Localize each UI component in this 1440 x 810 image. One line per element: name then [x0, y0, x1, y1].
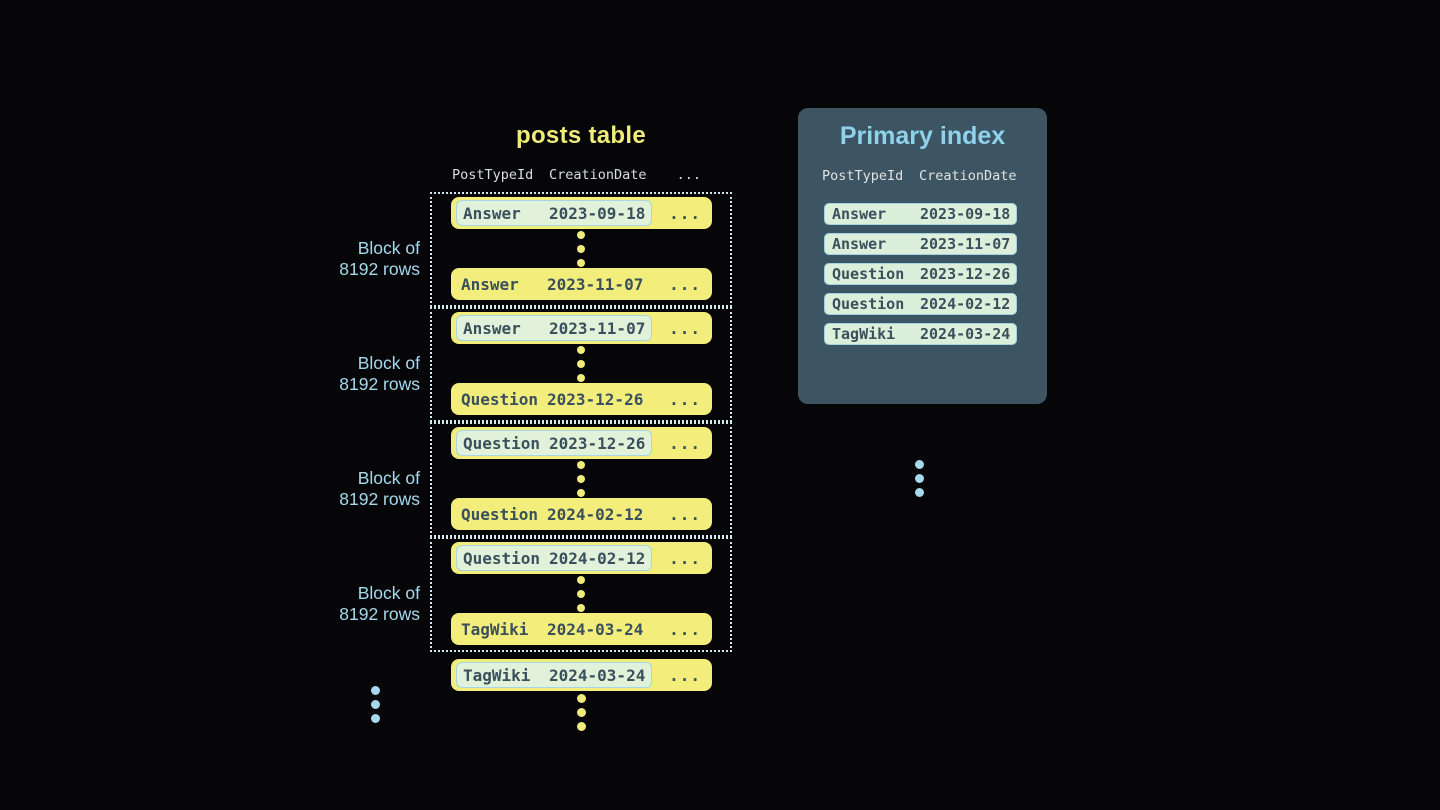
row-block: Answer 2023-11-07... Question 2023-12-26... — [430, 307, 732, 422]
row-block: Answer 2023-09-18... Answer 2023-11-07... — [430, 192, 732, 307]
hidden-rows-ellipsis-icon — [432, 460, 730, 497]
table-row: Question 2024-02-12... — [451, 542, 712, 574]
indexed-key-highlight: Question 2023-12-26 — [456, 430, 652, 456]
block-label-line2: 8192 rows — [339, 374, 420, 394]
index-entry-posttypeid: Answer — [832, 235, 887, 253]
primary-index-panel: Primary index PostTypeId CreationDate An… — [798, 108, 1047, 497]
row-posttypeid: Question — [461, 389, 539, 409]
row-more-columns: ... — [669, 548, 701, 568]
row-block: Question 2023-12-26... Question 2024-02-12.… — [430, 422, 732, 537]
row-posttypeid: Answer — [463, 318, 521, 338]
row-creationdate: 2024-02-12 — [549, 548, 646, 568]
row-more-columns: ... — [669, 203, 701, 223]
index-entry-posttypeid: Answer — [832, 205, 887, 223]
row-posttypeid: Answer — [461, 274, 519, 294]
row-creationdate: 2023-12-26 — [547, 389, 644, 409]
index-entry-creationdate: 2023-12-26 — [920, 265, 1011, 283]
index-entry-posttypeid: Question — [832, 295, 905, 313]
row-block: Question 2024-02-12... TagWiki 2024-03-24..… — [430, 537, 732, 652]
row-posttypeid: Question — [463, 433, 541, 453]
block-label-line1: Block of — [357, 238, 420, 258]
index-entry-row: Question 2023-12-26 — [824, 263, 1017, 285]
column-header-more-columns: ... — [676, 167, 701, 183]
index-entry-posttypeid: Question — [832, 265, 905, 283]
table-row: Question 2024-02-12... — [451, 498, 712, 530]
block-label-line1: Block of — [357, 583, 420, 603]
index-entry-creationdate: 2024-02-12 — [920, 295, 1011, 313]
row-more-columns: ... — [669, 433, 701, 453]
index-entry-row: Answer 2023-09-18 — [824, 203, 1017, 225]
indexed-key-highlight: Answer 2023-11-07 — [456, 315, 652, 341]
column-header-creationdate: CreationDate — [549, 167, 647, 183]
posts-table-title: posts table — [516, 122, 646, 149]
index-more-entries-ellipsis-icon — [915, 460, 924, 497]
hidden-rows-ellipsis-icon — [432, 230, 730, 267]
primary-index-column-headers: PostTypeId CreationDate — [822, 168, 1017, 184]
row-creationdate: 2023-11-07 — [547, 274, 644, 294]
posts-table-column-headers: PostTypeId CreationDate ... — [452, 167, 701, 183]
row-posttypeid: Question — [463, 548, 541, 568]
block-label-line1: Block of — [357, 468, 420, 488]
row-creationdate: 2024-03-24 — [549, 665, 646, 685]
row-creationdate: 2023-09-18 — [549, 203, 646, 223]
index-column-header-creationdate: CreationDate — [919, 168, 1017, 184]
row-more-columns: ... — [669, 619, 701, 639]
table-row-overflow: TagWiki 2024-03-24... — [451, 659, 712, 691]
table-row: Answer 2023-11-07... — [451, 268, 712, 300]
index-entry-creationdate: 2023-11-07 — [920, 235, 1011, 253]
block-label-line1: Block of — [357, 353, 420, 373]
row-creationdate: 2023-12-26 — [549, 433, 646, 453]
index-entry-creationdate: 2023-09-18 — [920, 205, 1011, 223]
row-more-columns: ... — [669, 389, 701, 409]
table-row: Question 2023-12-26... — [451, 427, 712, 459]
block-label-line2: 8192 rows — [339, 489, 420, 509]
row-more-columns: ... — [669, 665, 701, 685]
index-entry-row: Answer 2023-11-07 — [824, 233, 1017, 255]
row-creationdate: 2023-11-07 — [549, 318, 646, 338]
index-entry-row: TagWiki 2024-03-24 — [824, 323, 1017, 345]
index-entry-posttypeid: TagWiki — [832, 325, 896, 343]
row-posttypeid: TagWiki — [461, 619, 529, 639]
row-more-columns: ... — [669, 504, 701, 524]
block-label-line2: 8192 rows — [339, 259, 420, 279]
table-row: Answer 2023-11-07... — [451, 312, 712, 344]
hidden-rows-ellipsis-icon — [432, 575, 730, 612]
indexed-key-highlight: TagWiki 2024-03-24 — [456, 662, 652, 688]
row-more-columns: ... — [669, 318, 701, 338]
block-label-line2: 8192 rows — [339, 604, 420, 624]
row-posttypeid: TagWiki — [463, 665, 531, 685]
row-posttypeid: Question — [461, 504, 539, 524]
index-entry-row: Question 2024-02-12 — [824, 293, 1017, 315]
primary-index-title: Primary index — [839, 122, 1006, 150]
index-entry-creationdate: 2024-03-24 — [920, 325, 1011, 343]
row-creationdate: 2024-03-24 — [547, 619, 644, 639]
row-more-columns: ... — [669, 274, 701, 294]
table-row: TagWiki 2024-03-24... — [451, 613, 712, 645]
more-blocks-ellipsis-icon — [371, 686, 380, 723]
hidden-rows-ellipsis-icon — [432, 345, 730, 382]
index-column-header-posttypeid: PostTypeId — [822, 168, 904, 184]
indexed-key-highlight: Answer 2023-09-18 — [456, 200, 652, 226]
row-posttypeid: Answer — [463, 203, 521, 223]
column-header-posttypeid: PostTypeId — [452, 167, 534, 183]
table-row: Question 2023-12-26... — [451, 383, 712, 415]
row-creationdate: 2024-02-12 — [547, 504, 644, 524]
table-row: Answer 2023-09-18... — [451, 197, 712, 229]
more-rows-ellipsis-icon — [577, 694, 586, 731]
indexed-key-highlight: Question 2024-02-12 — [456, 545, 652, 571]
